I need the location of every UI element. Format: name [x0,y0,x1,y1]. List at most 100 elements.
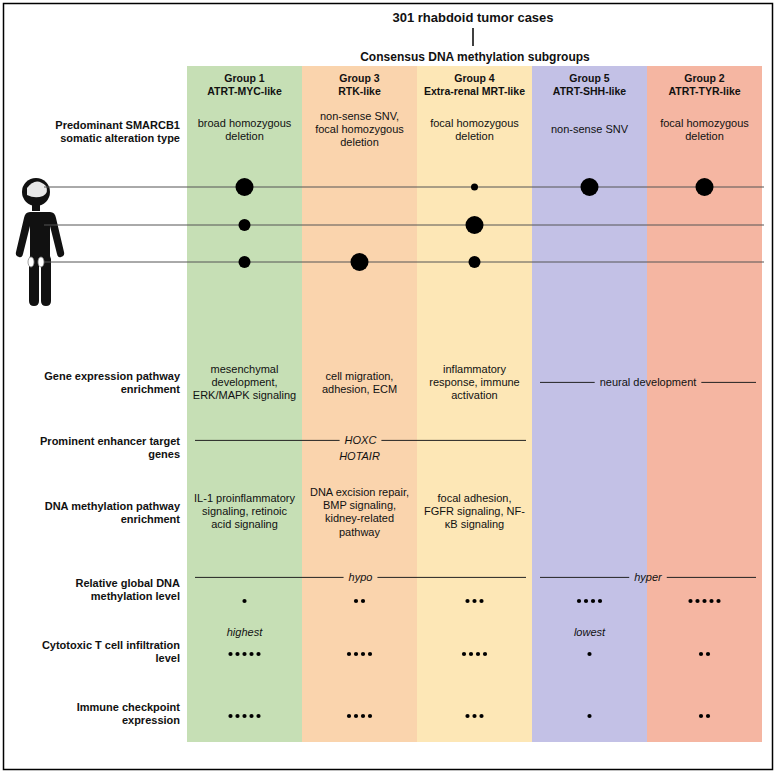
group-name: ATRT-MYC-like [187,85,302,98]
level-dot [469,652,473,656]
title: 301 rhabdoid tumor cases [360,10,586,26]
level-dot [347,714,351,718]
level-dot [462,652,466,656]
kidney-right [38,257,44,267]
level-dot [587,652,591,656]
level-dot [235,714,239,718]
level-dot [368,714,372,718]
level-dot [598,599,602,603]
level-dot [228,714,232,718]
group-number: Group 4 [417,72,532,85]
level-dot [354,714,358,718]
level-dot [361,714,365,718]
level-dot [249,652,253,656]
span-line [195,440,340,441]
row-label: Gene expression pathway enrichment [30,370,180,396]
group-name: ATRT-TYR-like [647,85,762,98]
level-dot [472,714,476,718]
kidney-left [28,257,34,267]
group-name: RTK-like [302,85,417,98]
level-dot [472,599,476,603]
level-dot [699,714,703,718]
level-dot [716,599,720,603]
cell-text: lowest [537,626,642,639]
cell-text: highest [192,626,297,639]
level-dot [695,599,699,603]
row-label: Cytotoxic T cell infiltration level [30,639,180,665]
frequency-dot [239,256,251,268]
level-dot [235,652,239,656]
group-number: Group 1 [187,72,302,85]
row-label: Predominant SMARCB1 somatic alteration t… [30,119,180,145]
spanning-label: neural development [540,376,756,389]
cell-text: focal homozygous deletion [422,117,527,143]
figure-border [4,4,773,770]
cell-text: mesenchymal development, ERK/MAPK signal… [192,363,297,403]
span-line [381,440,526,441]
span-line [377,577,526,578]
level-dot [591,599,595,603]
level-dot [347,652,351,656]
frequency-dot [471,184,478,191]
subgroup-band: Group 5ATRT-SHH-like [532,66,647,742]
level-dot [706,714,710,718]
level-dot [242,599,246,603]
span-line [701,382,756,383]
cell-text: non-sense SNV, focal homozygous deletion [307,110,412,150]
frequency-dot [469,256,481,268]
level-dot [361,599,365,603]
level-dot [228,652,232,656]
frequency-dot [466,216,484,234]
cell-text: focal homozygous deletion [652,117,757,143]
level-dot [479,599,483,603]
level-dot [242,714,246,718]
head [22,178,50,206]
level-dot [709,599,713,603]
level-dot [249,714,253,718]
cell-text: cell migration, adhesion, ECM [307,370,412,396]
subgroup-band: Group 4Extra-renal MRT-like [417,66,532,742]
row-label: Prominent enhancer target genes [30,435,180,461]
level-dot [688,599,692,603]
level-dot [479,714,483,718]
span-line [540,382,595,383]
level-dot [465,599,469,603]
organ-line [44,187,764,188]
level-dot [483,652,487,656]
heading-label: Consensus DNA methylation subgroups [345,50,605,64]
child-silhouette [16,178,64,306]
organ-line [44,225,764,226]
level-dot [577,599,581,603]
cell-text: IL-1 proinflammatory signaling, retinoic… [192,492,297,532]
span-line [540,577,629,578]
subgroup-band: Group 2ATRT-TYR-like [647,66,762,742]
cell-text: focal adhesion, FGFR signaling, NF-κB si… [422,492,527,532]
frequency-dot [351,253,369,271]
level-dot [699,652,703,656]
level-dot [587,714,591,718]
cell-text: inflammatory response, immune activation [422,363,527,403]
row-label: Immune checkpoint expression [30,701,180,727]
spanning-label: hypo [195,571,526,584]
title-stem-line [472,28,474,46]
row-label: DNA methylation pathway enrichment [30,500,180,526]
level-dot [256,714,260,718]
frequency-dot [239,219,251,231]
spanning-label: HOXC [195,434,526,447]
frequency-dot [581,178,599,196]
frequency-dot [696,178,714,196]
level-dot [476,652,480,656]
body [16,212,64,306]
group-number: Group 5 [532,72,647,85]
brain [27,181,47,197]
frequency-dot [236,178,254,196]
level-dot [242,652,246,656]
heading-label: HOTAIR [320,450,400,463]
level-dot [368,652,372,656]
level-dot [706,652,710,656]
level-dot [584,599,588,603]
level-dot [354,652,358,656]
span-line [195,577,344,578]
subgroup-band: Group 1ATRT-MYC-like [187,66,302,742]
row-label: Relative global DNA methylation level [60,577,180,603]
